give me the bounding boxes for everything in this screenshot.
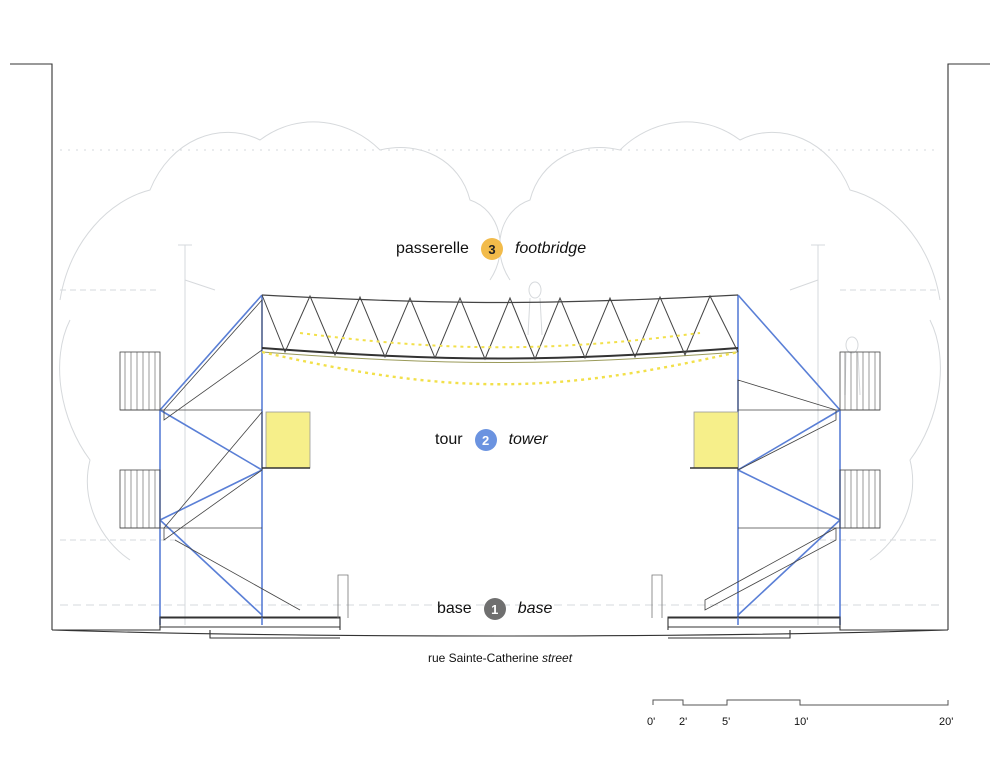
level-tower-label: tour 2 tower <box>435 429 548 451</box>
background-trees <box>59 121 941 625</box>
scale-tick-label: 2' <box>679 716 688 728</box>
level-fr-label: passerelle <box>396 240 469 257</box>
level-number-badge: 1 <box>483 598 506 620</box>
scale-tick-label: 10' <box>794 716 809 728</box>
level-en-label: tower <box>508 431 548 448</box>
street-name-en: street <box>542 651 573 665</box>
left-tower <box>119 294 341 628</box>
level-number-badge: 2 <box>474 429 497 451</box>
level-footbridge-label: passerelle 3 footbridge <box>396 238 586 260</box>
level-en-label: footbridge <box>514 240 587 257</box>
scale-bar <box>652 699 949 706</box>
level-number-badge: 3 <box>480 238 503 260</box>
street-caption: rue Sainte-Catherine street <box>0 651 1000 665</box>
level-base-label: base 1 base <box>437 598 552 620</box>
level-fr-label: tour <box>435 431 463 448</box>
footbridge-truss <box>261 294 739 386</box>
right-tower <box>667 294 881 628</box>
kiosks <box>337 574 663 618</box>
street-name-fr: rue Sainte-Catherine <box>427 651 539 665</box>
scale-tick-label: 0' <box>647 716 656 728</box>
scale-tick-label: 5' <box>722 716 731 728</box>
level-en-label: base <box>517 600 553 617</box>
level-fr-label: base <box>437 600 472 617</box>
scale-tick-label: 20' <box>939 716 954 728</box>
